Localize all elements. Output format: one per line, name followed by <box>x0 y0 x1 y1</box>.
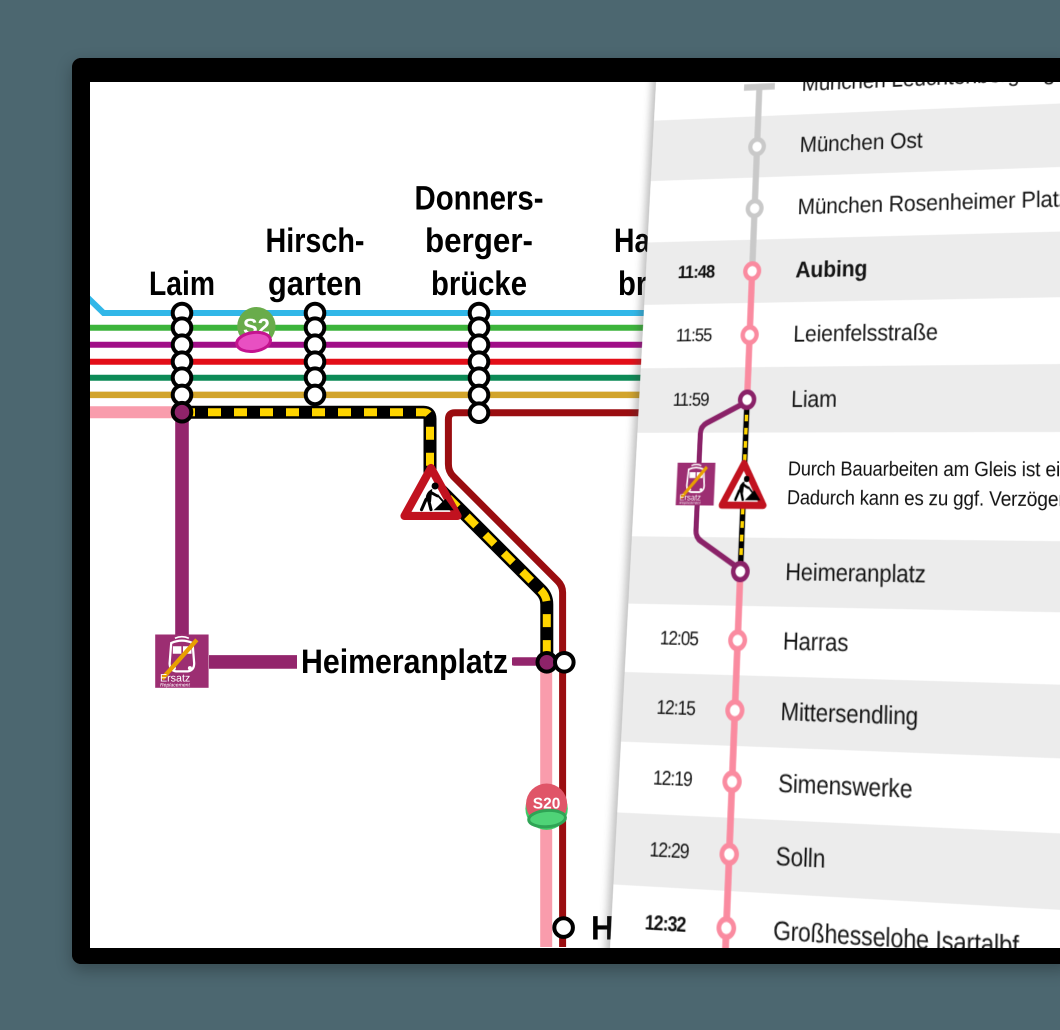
terminus-tick <box>744 86 775 87</box>
stop-marker <box>719 919 735 938</box>
label-hirschgarten-2: garten <box>268 265 362 303</box>
stop-marker <box>727 702 742 719</box>
badge-s20-label: S20 <box>533 796 561 813</box>
line-s7-darkred <box>444 409 1060 947</box>
laim-replacement-dot <box>170 400 194 424</box>
stop-marker <box>740 392 755 408</box>
ersatz-replacement-icon-panel <box>676 463 716 506</box>
label-hirschgarten-1: Hirsch- <box>266 222 365 260</box>
label-laim: Laim <box>149 265 215 303</box>
stop-marker <box>750 139 764 154</box>
stop-marker <box>748 201 762 216</box>
badge-s2: S2 <box>235 307 276 354</box>
stop-marker <box>722 845 737 863</box>
label-donnersberger-2: berger- <box>425 222 533 260</box>
stop-marker <box>724 773 739 791</box>
schedule-rail <box>607 40 1060 1030</box>
stop-marker <box>742 327 756 342</box>
label-donnersberger-1: Donners- <box>415 180 544 218</box>
badge-s20: S20 <box>525 783 568 830</box>
label-donnersberger-3: brücke <box>431 265 527 303</box>
station-dots <box>170 301 576 939</box>
rail-segment-gray <box>752 87 759 271</box>
label-heimeranplatz: Heimeranplatz <box>301 643 508 681</box>
stop-marker <box>730 632 745 649</box>
construction-warning-icon-panel <box>722 463 765 505</box>
replacement-route-laim <box>175 412 542 669</box>
stop-marker <box>745 264 759 279</box>
stop-marker <box>733 563 748 579</box>
